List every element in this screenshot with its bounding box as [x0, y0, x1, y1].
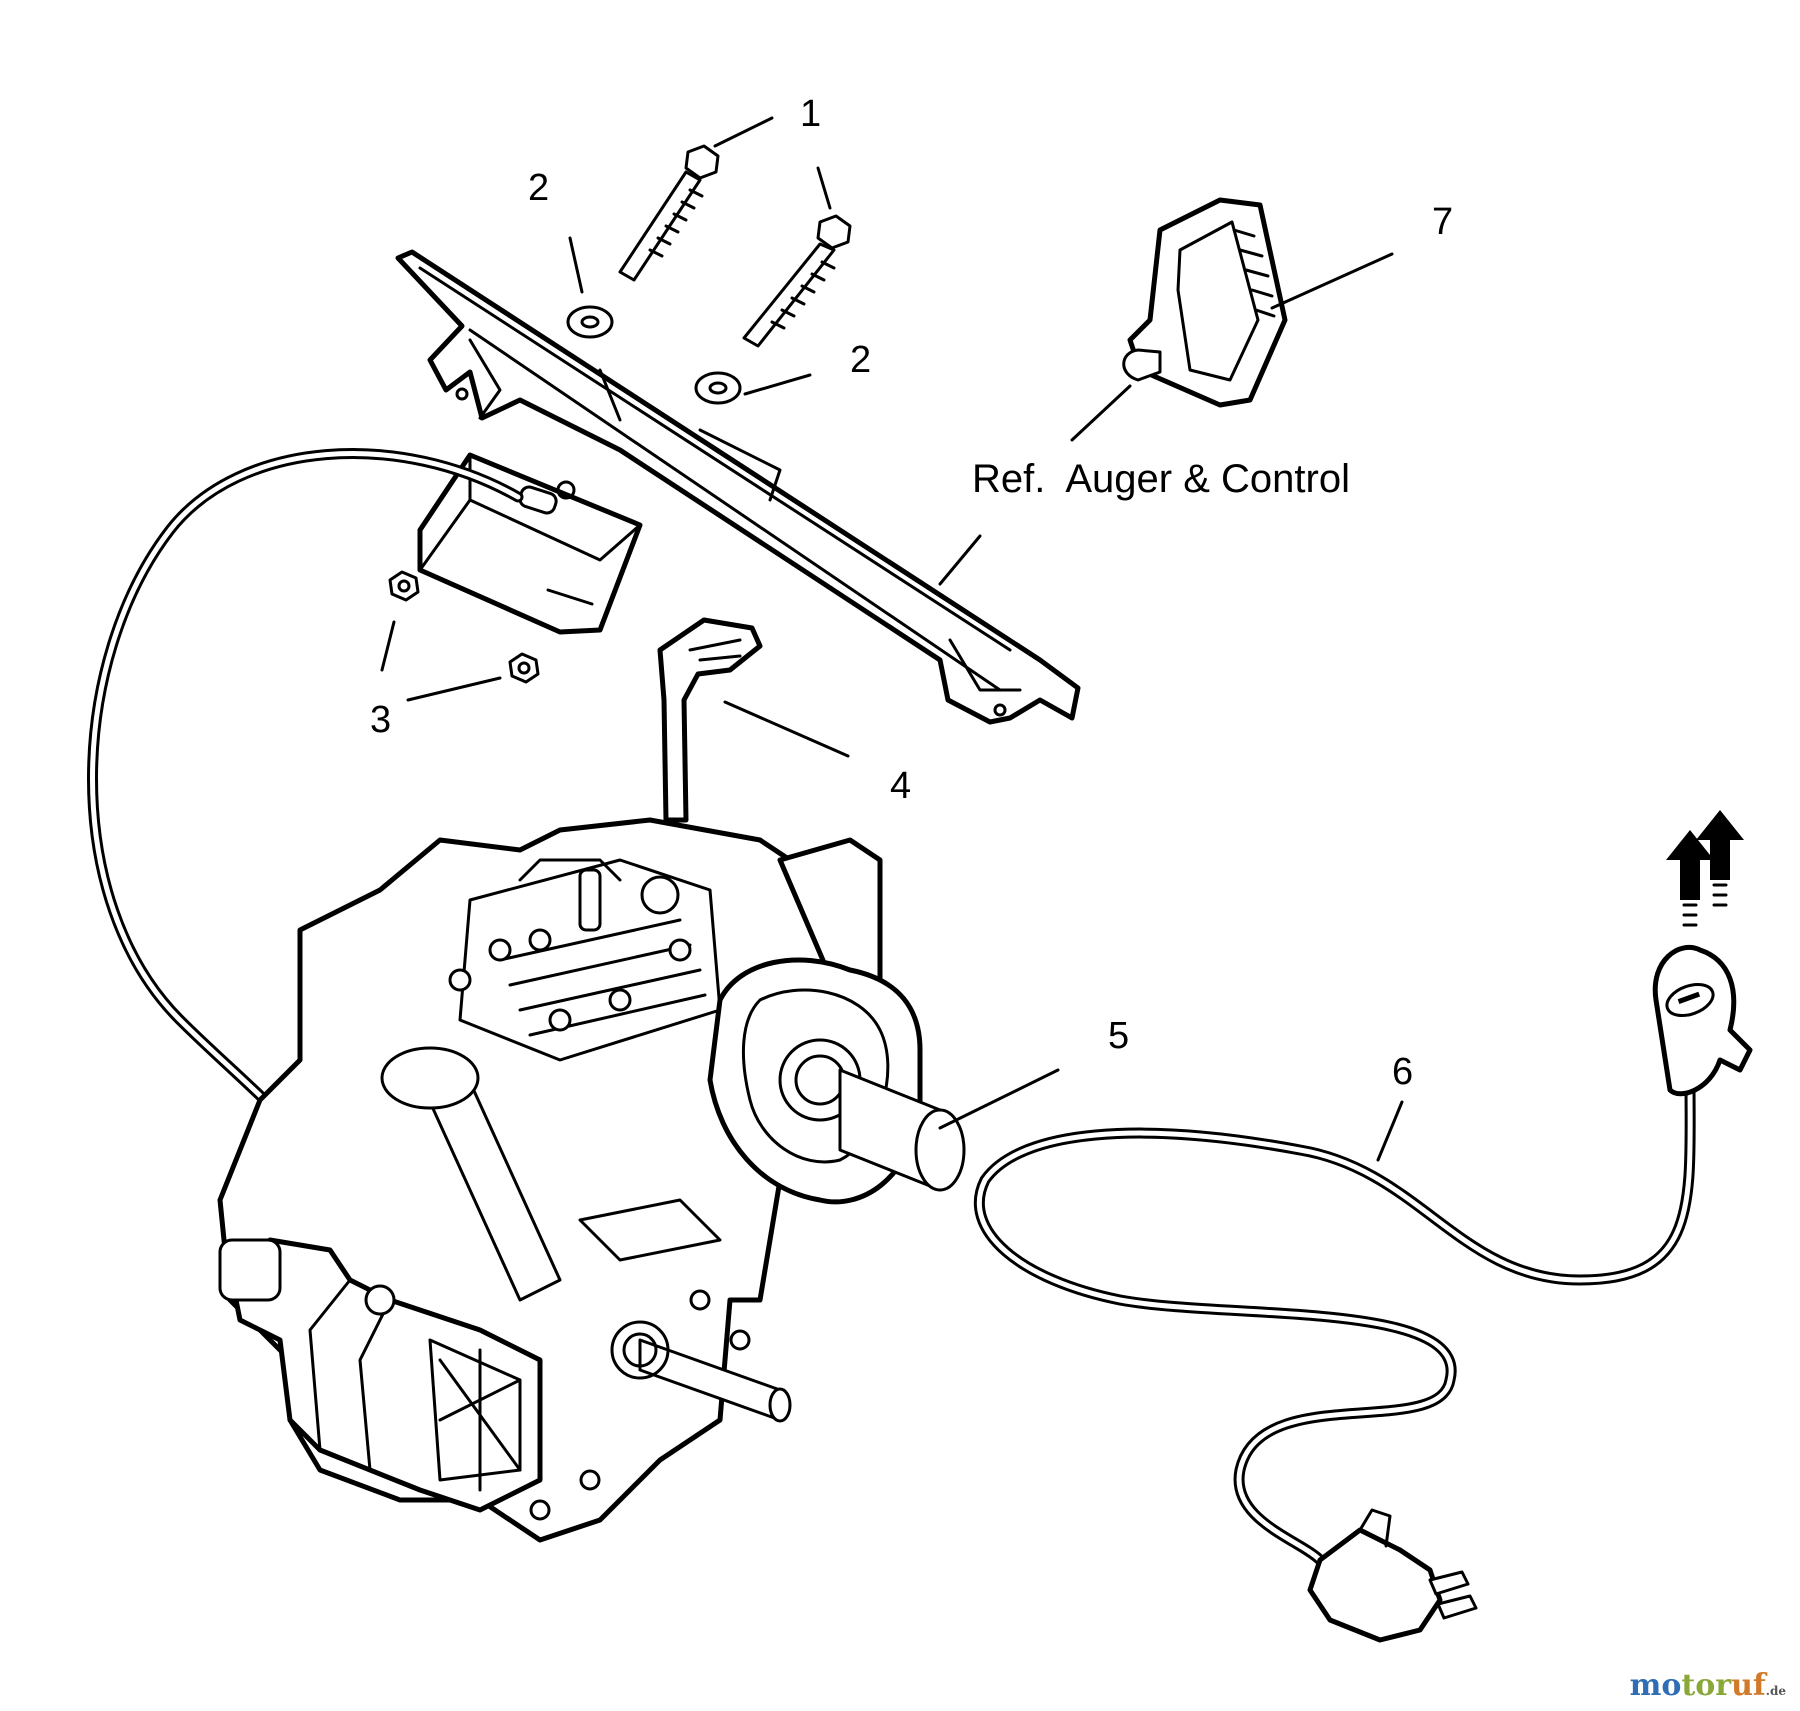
callout-1: 1	[800, 93, 821, 135]
callout-4: 4	[890, 765, 911, 807]
reference-label: Ref. Auger & Control	[972, 457, 1350, 501]
electric-starter-motor	[218, 1237, 543, 1513]
nut-upper	[388, 570, 420, 602]
washer-right	[694, 371, 742, 405]
bolt-left	[618, 144, 720, 282]
watermark-logo: motoruf.de	[1630, 1668, 1786, 1703]
watermark-part2: tor	[1681, 1668, 1732, 1703]
washer-left	[566, 305, 614, 339]
callout-3: 3	[370, 699, 391, 741]
nut-lower	[508, 652, 540, 684]
direction-arrows-icon	[1666, 810, 1744, 927]
extension-cord	[974, 1074, 1696, 1566]
watermark-part1: mo	[1629, 1668, 1682, 1703]
cord-socket-end	[1652, 945, 1753, 1097]
callout-2-upper: 2	[528, 167, 549, 209]
starter-switch-block	[417, 452, 643, 635]
watermark-part3: uf	[1731, 1668, 1766, 1703]
mounting-bracket	[395, 249, 1081, 725]
ignition-key	[657, 617, 763, 823]
callout-7: 7	[1432, 201, 1453, 243]
control-handle-grip	[1122, 197, 1288, 408]
leader-lines	[380, 116, 1404, 1162]
cord-plug-end	[1307, 1508, 1478, 1643]
callout-5: 5	[1108, 1015, 1129, 1057]
callout-6: 6	[1392, 1051, 1413, 1093]
callout-2-lower: 2	[850, 339, 871, 381]
bolt-right	[742, 214, 852, 348]
watermark-suffix: .de	[1765, 1684, 1786, 1698]
